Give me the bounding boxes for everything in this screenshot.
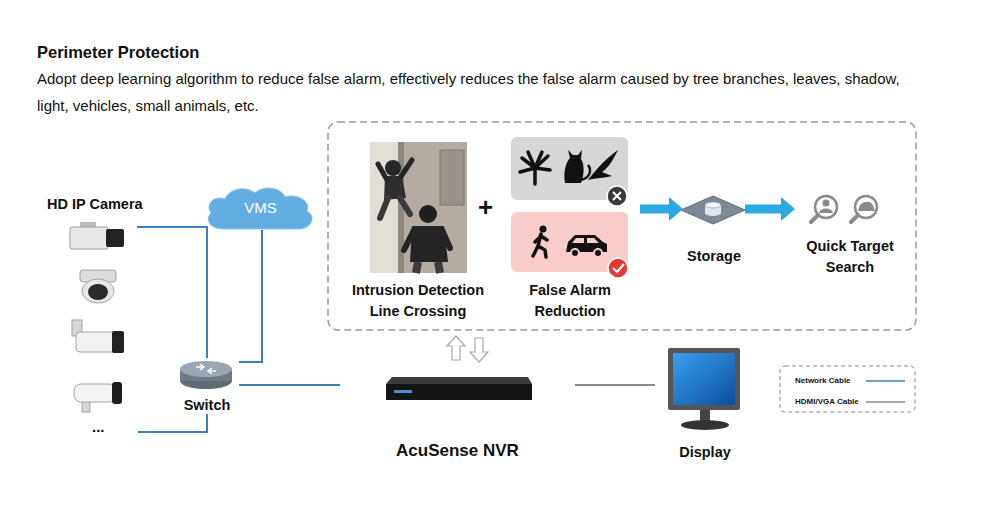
reject-cross	[613, 192, 621, 200]
network-switch: Switch	[175, 358, 239, 414]
node-label: HD IP Camera	[47, 194, 143, 215]
diagram-caption: Adopt deep learning algorithm to reduce …	[37, 65, 932, 119]
bird-icon	[588, 150, 618, 180]
switch-icon	[180, 361, 232, 389]
search-handle	[811, 215, 818, 222]
cable-line	[239, 384, 340, 386]
box-camera	[70, 222, 124, 249]
dome-camera	[80, 270, 116, 303]
intruder-arms	[404, 230, 450, 250]
intruder-head	[419, 205, 437, 223]
legend-label: HDMI/VGA Cable	[795, 397, 859, 407]
node-label: Storage	[669, 246, 759, 267]
car-wheel	[571, 249, 579, 257]
vms-cloud: VMS	[203, 185, 318, 230]
storage-diamond	[681, 196, 745, 224]
nvr-led	[394, 390, 412, 393]
quick-target-search-node: Quick Target Search	[795, 190, 905, 275]
camera-lens	[106, 229, 124, 247]
cable-line	[239, 230, 262, 362]
camera-mount	[80, 222, 96, 227]
monitor-frame	[668, 348, 740, 410]
storage-node: Storage	[683, 190, 745, 270]
person-head	[823, 200, 830, 207]
search-handle	[851, 215, 858, 222]
photo-window	[440, 150, 464, 205]
plus-sign: +	[478, 192, 493, 222]
camera-lens	[112, 331, 124, 353]
download-arrow	[470, 338, 488, 362]
intruder-head	[385, 160, 401, 176]
diagram-title: Perimeter Protection	[37, 42, 199, 62]
switch-top	[180, 361, 232, 377]
intrusion-photo	[370, 142, 467, 273]
leaf-icon	[520, 152, 550, 184]
acusense-nvr: AcuSense NVR	[340, 370, 575, 465]
network-cable	[138, 414, 207, 432]
monitor-screen	[673, 353, 735, 405]
node-label: Switch	[165, 395, 249, 416]
database-top	[705, 202, 721, 208]
car-icon	[858, 202, 875, 211]
cat-tail	[581, 165, 590, 180]
camera-body	[74, 384, 116, 402]
false-alarm-reduction-box: False Alarm Reduction	[500, 132, 640, 322]
intruder-legs	[416, 262, 440, 273]
camera-body	[76, 332, 118, 352]
legend-line-sample	[866, 401, 905, 403]
cat-icon	[564, 150, 583, 183]
flow-arrow	[640, 205, 669, 214]
legend-line-sample	[866, 380, 905, 382]
node-label: False Alarm Reduction	[500, 280, 640, 322]
intruder-arms	[378, 160, 412, 180]
camera-group: HD IP Camera...	[40, 190, 140, 442]
legend-label: Network Cable	[795, 376, 851, 386]
dome-shell	[82, 279, 114, 303]
bullet-camera	[72, 320, 124, 353]
nvr-top	[386, 377, 532, 384]
switch-arrows	[196, 364, 216, 374]
legend-frame	[780, 366, 915, 412]
node-label: Display	[655, 442, 755, 463]
monitor-base	[681, 420, 729, 430]
node-label: Quick Target Search	[795, 236, 905, 278]
camera-body	[70, 227, 108, 249]
reject-badge	[607, 186, 627, 206]
accept-badge	[608, 258, 628, 278]
processing-frame	[328, 122, 916, 330]
upload-arrow	[447, 336, 465, 360]
node-label: VMS	[203, 197, 318, 218]
car-windows	[572, 238, 599, 243]
node-label: Intrusion Detection Line Crossing	[340, 280, 496, 322]
node-label: ...	[92, 416, 105, 437]
intrusion-detection-box: Intrusion Detection Line Crossing	[340, 140, 496, 322]
flow-arrow	[745, 205, 781, 214]
cable-line	[575, 384, 655, 386]
photo-background	[370, 142, 467, 273]
accept-check	[613, 264, 624, 272]
cable-line	[137, 227, 207, 358]
intruder-legs	[380, 198, 410, 218]
car-wheel	[594, 249, 602, 257]
person-head	[540, 226, 547, 233]
node-label: AcuSense NVR	[340, 440, 575, 461]
walking-person-icon	[533, 234, 547, 257]
camera-lens	[112, 382, 122, 404]
bullet-camera	[74, 382, 122, 412]
database-bottom	[705, 210, 721, 216]
person-body	[819, 209, 833, 214]
display-monitor: Display	[655, 345, 755, 460]
nvr-front	[386, 384, 532, 400]
dome-lens	[88, 284, 108, 300]
